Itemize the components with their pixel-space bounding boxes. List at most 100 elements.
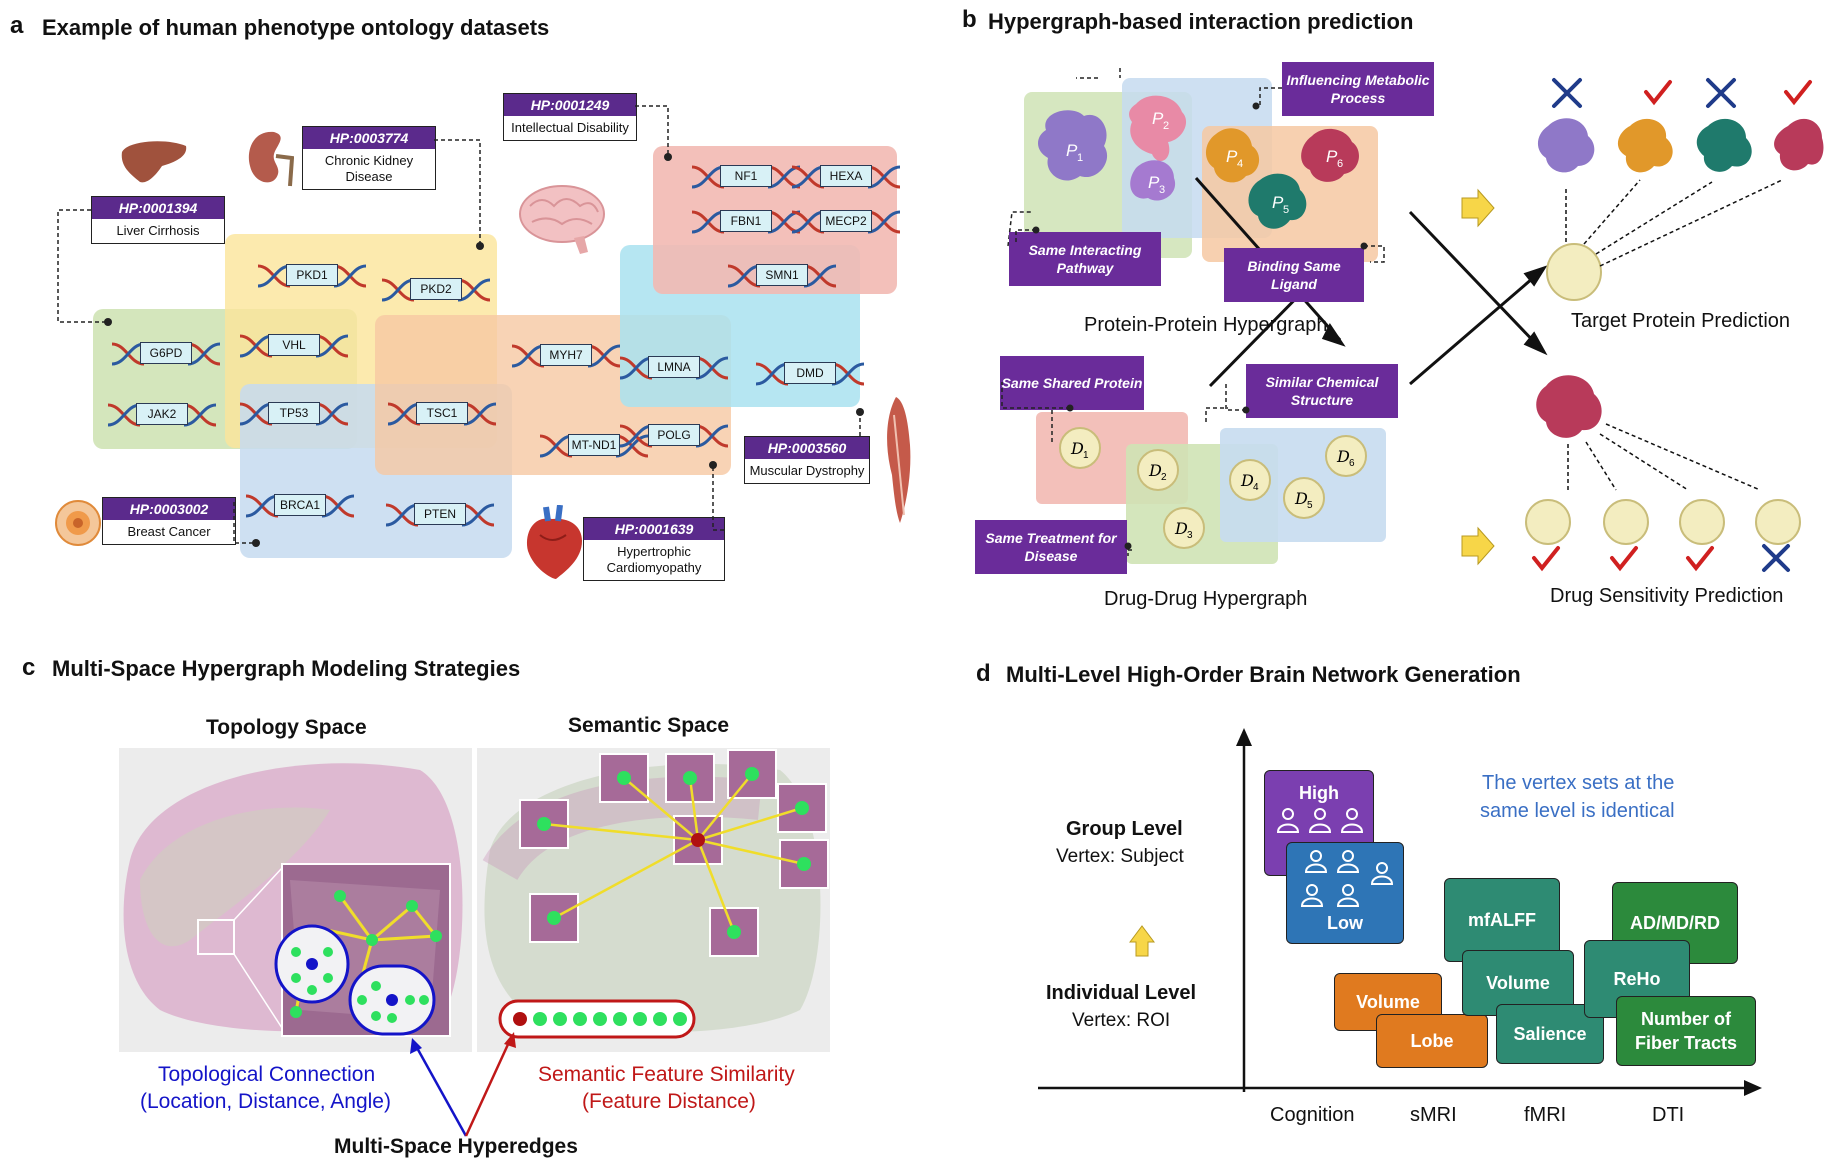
gene-vhl: VHL [236,328,352,362]
high-subjects-icon [1276,808,1364,833]
svg-text:1: 1 [1083,450,1089,461]
svg-text:D: D [1174,519,1188,538]
query-protein [1536,375,1602,438]
gene-label: SMN1 [756,264,808,286]
box-same-pathway: Same Interacting Pathway [1009,232,1161,286]
gene-hexa: HEXA [788,159,904,193]
candidate-drug-2 [1603,499,1649,545]
lobe-box: Lobe [1376,1014,1488,1068]
target-protein-1 [1537,118,1595,173]
svg-text:P: P [1326,147,1338,166]
note-line-2: same level is identical [1480,800,1675,822]
panel-a-connectors [57,105,864,547]
hp-id: HP:0003560 [745,437,869,459]
target-protein-2 [1617,118,1673,173]
box-same-treatment: Same Treatment for Disease [975,520,1127,574]
panel-c-title: Multi-Space Hypergraph Modeling Strategi… [52,656,521,681]
svg-text:P: P [1272,193,1284,212]
svg-text:2: 2 [1161,472,1167,483]
hp-id: HP:0003774 [303,127,435,149]
semantic-caption-2: (Feature Distance) [582,1090,756,1113]
check-icon [1784,80,1812,106]
hp-name: Breast Cancer [127,524,211,539]
hp-name: Muscular Dystrophy [749,463,865,478]
gene-fbn1: FBN1 [688,204,804,238]
reho-label: ReHo [1613,969,1661,989]
svg-text:D: D [1294,489,1308,508]
high-label: High [1299,783,1339,803]
volume-orange-label: Volume [1356,992,1420,1012]
admdrd-label: AD/MD/RD [1630,913,1720,933]
gene-label: G6PD [140,342,192,364]
hp-term-muscular-dystrophy: HP:0003560 Muscular Dystrophy [744,436,870,484]
yellow-arrow-icon [1461,188,1495,228]
gene-pten: PTEN [382,497,498,531]
fiber-tracts-box: Number of Fiber Tracts [1616,996,1756,1066]
query-drug [1546,243,1602,301]
volume-green-label: Volume [1486,973,1550,993]
svg-text:D: D [1148,461,1162,480]
semantic-caption-1: Semantic Feature Similarity [538,1063,795,1086]
axis-label-dti: DTI [1652,1104,1685,1126]
gene-label: PTEN [414,503,466,525]
gene-pkd1: PKD1 [254,258,370,292]
hp-name: Intellectual Disability [511,120,629,135]
hp-name: Hypertrophic Cardiomyopathy [606,544,702,575]
gene-myh7: MYH7 [508,338,624,372]
panel-b-label: b [962,6,977,33]
pp-hypergraph-label: Protein-Protein Hypergraph [1084,314,1328,336]
svg-text:P: P [1226,147,1238,166]
target-protein-label: Target Protein Prediction [1571,310,1791,332]
panel-d-title: Multi-Level High-Order Brain Network Gen… [1006,662,1521,687]
cross-icon [1706,78,1736,108]
svg-text:2: 2 [1163,120,1169,132]
svg-text:3: 3 [1187,530,1193,541]
up-arrow-icon [1129,925,1155,957]
hp-term-chronic-kidney-disease: HP:0003774 Chronic Kidney Disease [302,126,436,190]
candidate-drug-1 [1525,499,1571,545]
svg-text:4: 4 [1237,158,1243,170]
gene-mecp2: MECP2 [788,204,904,238]
box-chemical-structure: Similar Chemical Structure [1246,364,1398,418]
gene-pkd2: PKD2 [378,272,494,306]
breast-icon [55,500,101,546]
lobe-label: Lobe [1410,1031,1454,1051]
gene-tsc1: TSC1 [384,396,500,430]
gene-polg: POLG [616,418,732,452]
gene-label: TP53 [268,402,320,424]
hp-term-liver-cirrhosis: HP:0001394 Liver Cirrhosis [91,196,225,244]
svg-text:P: P [1148,173,1160,192]
candidate-drug-4 [1755,499,1801,545]
gene-label: MECP2 [820,210,872,232]
hp-term-breast-cancer: HP:0003002 Breast Cancer [102,497,236,545]
panel-c-label: c [22,654,36,681]
panel-a-label: a [10,12,24,39]
liver-icon [121,141,187,183]
axis-label-smri: sMRI [1410,1104,1457,1126]
gene-label: FBN1 [720,210,772,232]
salience-label: Salience [1513,1024,1587,1044]
check-icon [1610,546,1638,572]
gene-label: BRCA1 [274,494,326,516]
group-level-label: Group Level [1066,818,1183,840]
hp-term-intellectual-disability: HP:0001249 Intellectual Disability [503,93,637,141]
svg-text:6: 6 [1337,158,1343,170]
candidate-drug-3 [1679,499,1725,545]
salience-box: Salience [1496,1004,1604,1064]
hp-name: Liver Cirrhosis [116,223,200,238]
note-line-1: The vertex sets at the [1482,772,1675,794]
semantic-space-title: Semantic Space [568,714,730,737]
check-icon [1644,80,1672,106]
gene-label: PKD1 [286,264,338,286]
gene-dmd: DMD [752,356,868,390]
gene-brca1: BRCA1 [242,488,358,522]
